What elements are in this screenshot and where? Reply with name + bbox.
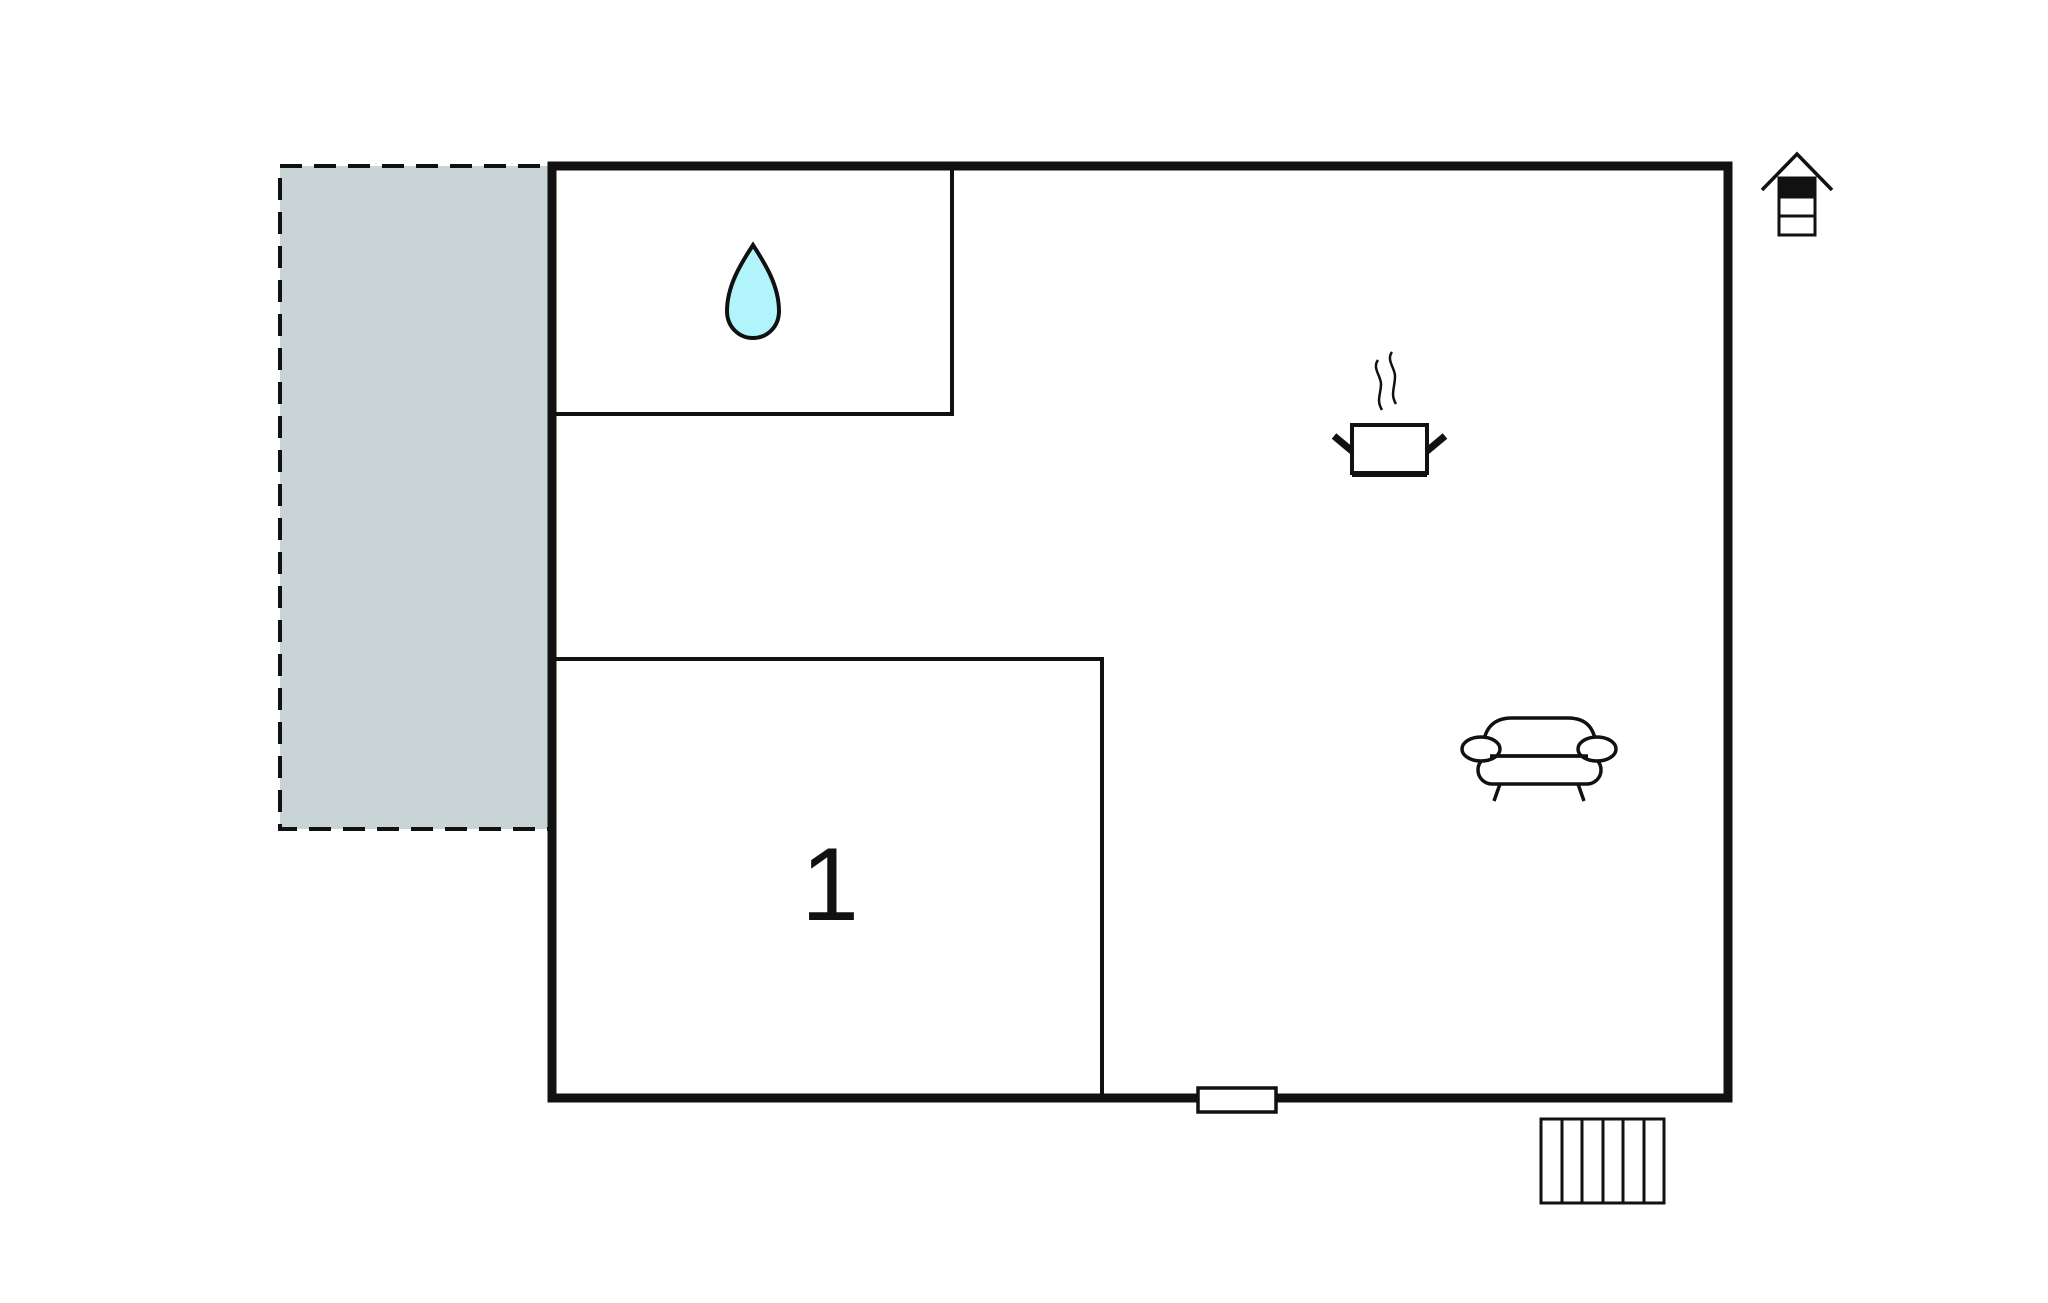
door-icon: [1196, 1086, 1278, 1114]
house-floor-level-icon: [1760, 151, 1834, 237]
cooking-pot-icon: [1331, 351, 1448, 477]
bathroom-walls: [552, 166, 954, 416]
stairs-icon: [1539, 1117, 1666, 1205]
terrace-area: [278, 164, 554, 831]
outer-walls: [547, 161, 1733, 1103]
water-drop-icon: [724, 241, 782, 341]
sofa-icon: [1460, 716, 1618, 802]
bedroom-label: 1: [801, 827, 859, 943]
bedroom-walls: [552, 657, 1104, 1098]
